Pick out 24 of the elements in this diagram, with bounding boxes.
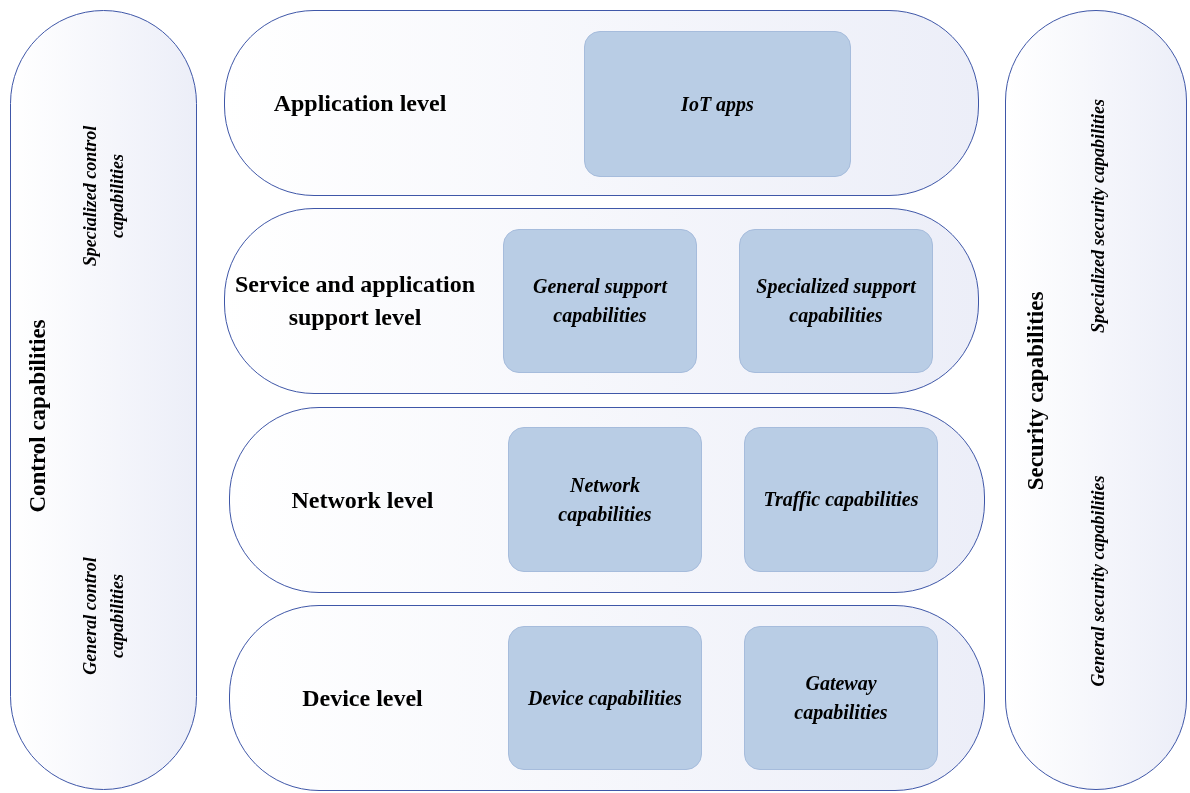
level-heading: Application level bbox=[272, 88, 448, 118]
capability-label: Device capabilities bbox=[527, 685, 683, 712]
capability-label: Specialized security capabilities bbox=[1086, 98, 1109, 335]
capability-box bbox=[508, 427, 702, 572]
capability-label: Gateway capabilities bbox=[793, 671, 889, 726]
capability-label: Specialized support capabilities bbox=[756, 274, 916, 329]
panel-title: Security capabilities bbox=[1021, 290, 1049, 493]
capability-label: Specialized control capabilities bbox=[79, 124, 128, 269]
capability-label: Traffic capabilities bbox=[762, 487, 920, 513]
capability-box bbox=[503, 229, 697, 373]
panel-title: Control capabilities bbox=[23, 318, 51, 515]
capability-box bbox=[739, 229, 933, 373]
capability-label: Network capabilities bbox=[557, 472, 653, 528]
capability-label: IoT apps bbox=[680, 91, 755, 118]
capability-label: General control capabilities bbox=[79, 556, 128, 677]
capability-label: General support capabilities bbox=[532, 274, 669, 329]
capability-box bbox=[744, 427, 938, 572]
capability-box bbox=[744, 626, 938, 770]
level-heading: Network level bbox=[290, 485, 435, 515]
level-heading: Service and application support level bbox=[234, 270, 476, 332]
level-heading: Device level bbox=[301, 683, 424, 713]
capability-box bbox=[508, 626, 702, 770]
capability-box bbox=[584, 31, 851, 177]
capability-label: General security capabilities bbox=[1086, 474, 1109, 689]
